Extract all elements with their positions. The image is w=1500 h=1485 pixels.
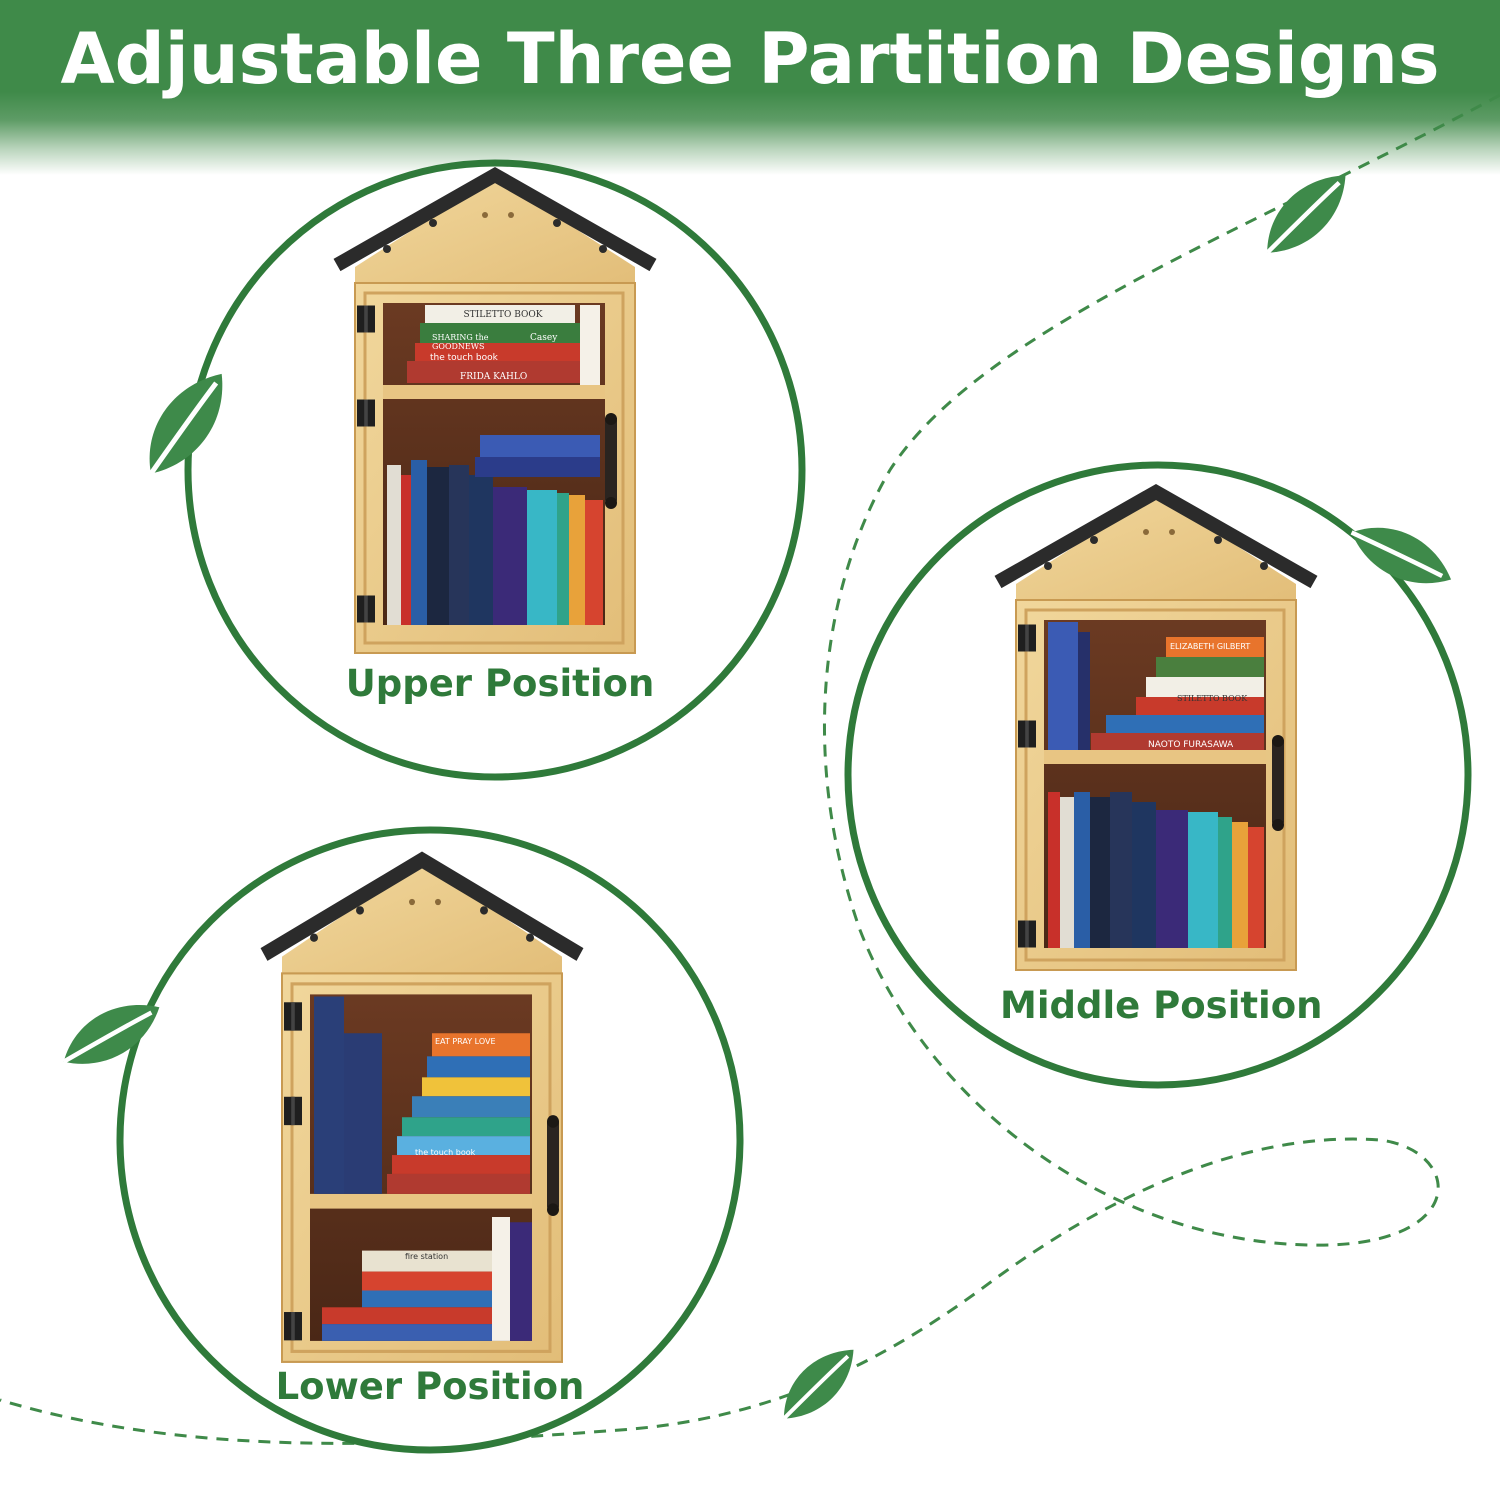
book-spine: EAT PRAY LOVE bbox=[435, 1037, 496, 1046]
title-banner bbox=[0, 0, 1500, 175]
label-middle-position: Middle Position bbox=[1000, 984, 1323, 1027]
house-lower bbox=[264, 860, 580, 1362]
book-spine: ELIZABETH GILBERT bbox=[1170, 642, 1251, 651]
house-upper bbox=[337, 175, 653, 653]
leaf-icon bbox=[784, 1350, 854, 1419]
door-handle-icon bbox=[1272, 735, 1284, 831]
book-spine: NAOTO FURASAWA bbox=[1148, 740, 1234, 750]
hinge-icon bbox=[357, 305, 375, 333]
leaf-icon bbox=[1267, 175, 1345, 252]
book-spine: fire station bbox=[405, 1252, 449, 1261]
book-spine: Casey bbox=[530, 333, 558, 343]
house-middle bbox=[998, 492, 1314, 970]
hinge-icon bbox=[1018, 624, 1036, 652]
hinge-icon bbox=[284, 1312, 302, 1341]
door-handle-icon bbox=[605, 413, 617, 509]
book-spine: FRIDA KAHLO bbox=[460, 372, 528, 382]
book-spine: SHARING the GOODNEWS bbox=[432, 333, 489, 351]
book-spine: the touch book bbox=[430, 353, 498, 363]
hinge-icon bbox=[284, 1096, 302, 1126]
book-spine: STILETTO BOOK bbox=[1177, 694, 1248, 703]
label-upper-position: Upper Position bbox=[345, 662, 655, 705]
label-lower-position: Lower Position bbox=[275, 1365, 585, 1408]
door-handle-icon bbox=[547, 1115, 559, 1216]
hinge-icon bbox=[1018, 920, 1036, 948]
hinge-icon bbox=[357, 595, 375, 623]
hinge-icon bbox=[284, 1002, 302, 1031]
book-spine: the touch book bbox=[415, 1148, 476, 1157]
book-spine: STILETTO BOOK bbox=[463, 310, 543, 320]
hinge-icon bbox=[1018, 720, 1036, 748]
page-title: Adjustable Three Partition Designs bbox=[60, 18, 1440, 100]
dashed-path bbox=[0, 93, 1500, 1445]
hinge-icon bbox=[357, 399, 375, 427]
